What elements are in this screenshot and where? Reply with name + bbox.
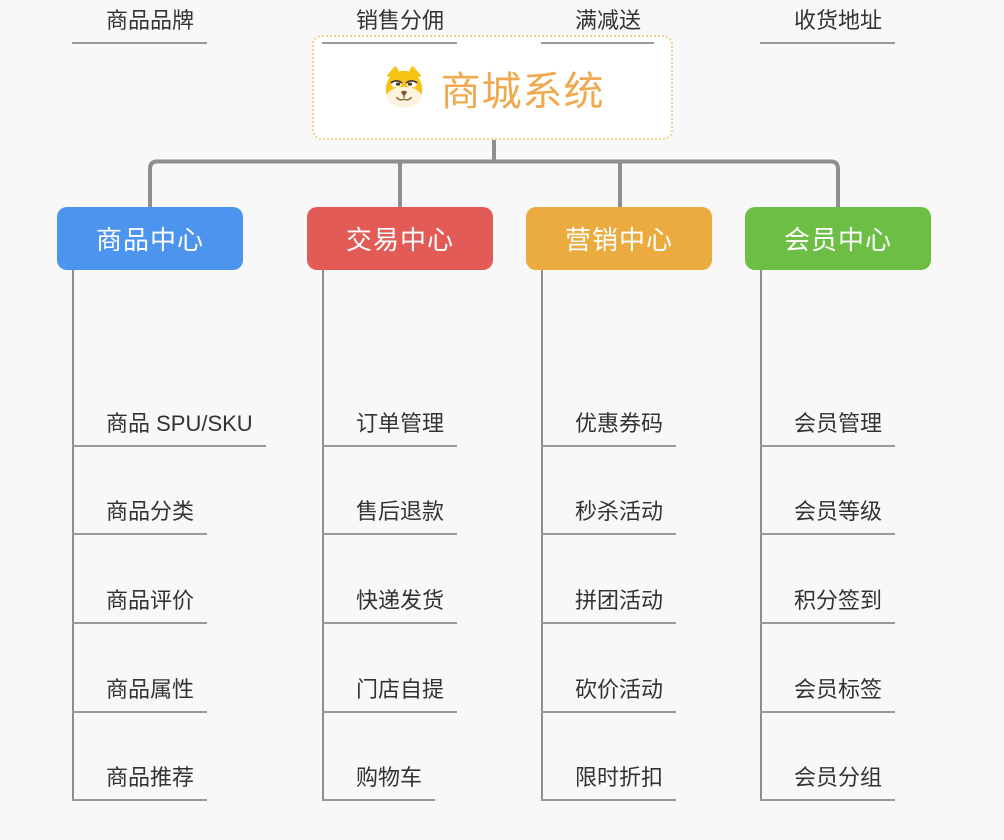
subtopic-label: 秒杀活动 bbox=[575, 499, 664, 524]
subtopic[interactable]: 会员管理 bbox=[760, 403, 896, 447]
subtopic-label: 积分签到 bbox=[794, 588, 883, 613]
branch-line bbox=[322, 270, 324, 800]
subtopic[interactable]: 销售分佣 bbox=[322, 0, 458, 44]
subtopic-column-trade: 订单管理 售后退款 快递发货 门店自提 购物车 销售分佣 bbox=[322, 0, 572, 840]
category-label: 交易中心 bbox=[345, 225, 454, 255]
subtopic[interactable]: 商品分类 bbox=[72, 491, 208, 535]
category-label: 营销中心 bbox=[564, 225, 673, 255]
subtopic[interactable]: 砍价活动 bbox=[541, 669, 677, 713]
subtopic-column-marketing: 优惠券码 秒杀活动 拼团活动 砍价活动 限时折扣 满减送 bbox=[541, 0, 791, 840]
subtopic-label: 商品评价 bbox=[106, 588, 195, 613]
subtopic[interactable]: 门店自提 bbox=[322, 669, 458, 713]
category-marketing-center[interactable]: 营销中心 bbox=[526, 207, 712, 270]
subtopic-label: 砍价活动 bbox=[575, 677, 664, 702]
branch-line bbox=[72, 270, 74, 800]
dog-face-icon bbox=[385, 65, 422, 107]
subtopic-label: 商品品牌 bbox=[106, 8, 195, 33]
subtopic[interactable]: 优惠券码 bbox=[541, 403, 677, 447]
subtopic[interactable]: 满减送 bbox=[541, 0, 655, 44]
subtopic[interactable]: 购物车 bbox=[322, 757, 436, 801]
subtopic-label: 销售分佣 bbox=[356, 8, 445, 33]
subtopic-label: 拼团活动 bbox=[575, 588, 664, 613]
subtopic-label: 购物车 bbox=[356, 765, 423, 790]
subtopic[interactable]: 售后退款 bbox=[322, 491, 458, 535]
subtopic-label: 商品推荐 bbox=[106, 765, 195, 790]
root-topic[interactable]: 商城系统 bbox=[312, 35, 673, 140]
category-product-center[interactable]: 商品中心 bbox=[57, 207, 243, 270]
subtopic-label: 售后退款 bbox=[356, 499, 445, 524]
subtopic-label: 会员等级 bbox=[794, 499, 883, 524]
subtopic[interactable]: 商品属性 bbox=[72, 669, 208, 713]
subtopic-label: 会员管理 bbox=[794, 411, 883, 436]
category-member-center[interactable]: 会员中心 bbox=[745, 207, 931, 270]
subtopic[interactable]: 秒杀活动 bbox=[541, 491, 677, 535]
subtopic[interactable]: 限时折扣 bbox=[541, 757, 677, 801]
subtopic[interactable]: 收货地址 bbox=[760, 0, 896, 44]
subtopic[interactable]: 会员标签 bbox=[760, 669, 896, 713]
subtopic-label: 满减送 bbox=[575, 8, 642, 33]
branch-line bbox=[541, 270, 543, 800]
subtopic[interactable]: 商品品牌 bbox=[72, 0, 208, 44]
category-trade-center[interactable]: 交易中心 bbox=[307, 207, 493, 270]
subtopic[interactable]: 商品 SPU/SKU bbox=[72, 403, 266, 447]
subtopic[interactable]: 积分签到 bbox=[760, 580, 896, 624]
subtopic[interactable]: 快递发货 bbox=[322, 580, 458, 624]
subtopic[interactable]: 拼团活动 bbox=[541, 580, 677, 624]
branch-line bbox=[760, 270, 762, 800]
subtopic-label: 快递发货 bbox=[356, 588, 445, 613]
subtopic-label: 限时折扣 bbox=[575, 765, 664, 790]
subtopic[interactable]: 订单管理 bbox=[322, 403, 458, 447]
subtopic-label: 商品分类 bbox=[106, 499, 195, 524]
subtopic-label: 会员标签 bbox=[794, 677, 883, 702]
subtopic[interactable]: 商品推荐 bbox=[72, 757, 208, 801]
subtopic-label: 商品 SPU/SKU bbox=[106, 411, 253, 436]
subtopic-label: 收货地址 bbox=[794, 8, 883, 33]
category-label: 商品中心 bbox=[95, 225, 204, 255]
subtopic-label: 商品属性 bbox=[106, 677, 195, 702]
subtopic-label: 优惠券码 bbox=[575, 411, 664, 436]
subtopic-column-member: 会员管理 会员等级 积分签到 会员标签 会员分组 收货地址 bbox=[760, 0, 1004, 840]
subtopic[interactable]: 会员分组 bbox=[760, 757, 896, 801]
subtopic[interactable]: 商品评价 bbox=[72, 580, 208, 624]
category-label: 会员中心 bbox=[783, 225, 892, 255]
subtopic[interactable]: 会员等级 bbox=[760, 491, 896, 535]
root-topic-label: 商城系统 bbox=[440, 69, 605, 114]
subtopic-label: 门店自提 bbox=[356, 677, 445, 702]
subtopic-column-product: 商品 SPU/SKU 商品分类 商品评价 商品属性 商品推荐 商品品牌 bbox=[72, 0, 322, 840]
subtopic-label: 会员分组 bbox=[794, 765, 883, 790]
subtopic-label: 订单管理 bbox=[356, 411, 445, 436]
